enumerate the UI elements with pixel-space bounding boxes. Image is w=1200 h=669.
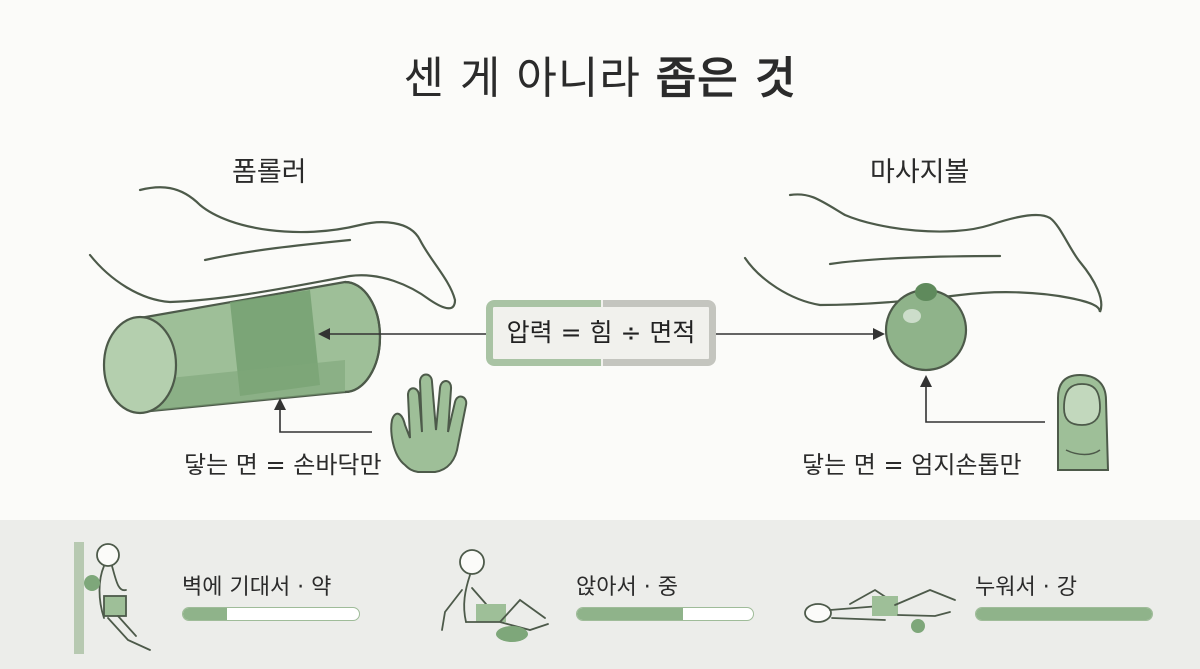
level-bar-wall (182, 607, 360, 621)
massage-ball-label: 마사지볼 (870, 157, 970, 188)
level-label-lying: 누워서 · 강 (975, 575, 1077, 600)
thumb-icon (1057, 373, 1110, 471)
title-strong: 좁은 것 (655, 53, 797, 104)
foam-roller-label: 폼롤러 (232, 157, 307, 188)
ball-contact-arrow (920, 375, 1045, 423)
arrow-to-roller (318, 328, 486, 340)
seated-posture-illustration (441, 549, 549, 642)
foam-roller-illustration (102, 280, 382, 415)
wall-posture-illustration (74, 542, 151, 654)
level-label-wall: 벽에 기대서 · 약 (182, 575, 332, 600)
arrow-to-ball (716, 328, 885, 340)
level-fill-seated (577, 608, 683, 620)
roller-contact-label: 닿는 면 = 손바닥만 (184, 451, 382, 479)
left-leg-illustration (88, 186, 457, 310)
formula-text: 압력 = 힘 ÷ 면적 (506, 318, 696, 347)
page-title: 센 게 아니라 좁은 것 (0, 42, 1200, 106)
right-leg-illustration (743, 193, 1103, 313)
hand-icon (390, 373, 468, 473)
level-bar-lying (975, 607, 1153, 621)
level-bar-seated (576, 607, 754, 621)
formula-left-frame (486, 300, 601, 366)
formula-right-frame (603, 300, 716, 366)
lying-posture-illustration (804, 588, 956, 633)
roller-contact-arrow (274, 398, 372, 433)
pressure-formula: 압력 = 힘 ÷ 면적 (486, 300, 716, 366)
ball-contact-label: 닿는 면 = 엄지손톱만 (802, 451, 1022, 479)
level-fill-lying (976, 608, 1152, 620)
level-fill-wall (183, 608, 227, 620)
title-normal: 센 게 아니라 (403, 53, 656, 104)
level-label-seated: 앉아서 · 중 (576, 575, 678, 600)
massage-ball-illustration (884, 283, 968, 372)
intensity-panel (0, 520, 1200, 669)
